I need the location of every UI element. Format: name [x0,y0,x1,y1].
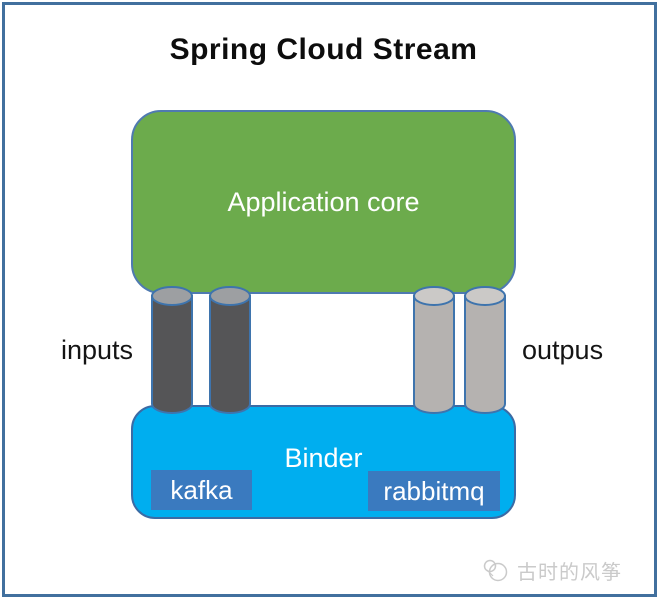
binder-label: Binder [284,443,363,473]
application-core-box: Application core [131,110,516,294]
kite-logo-icon [483,559,508,581]
watermark: 古时的风筝 [481,556,622,585]
kafka-label: kafka [170,474,233,505]
application-core-label: Application core [227,186,420,217]
watermark-text: 古时的风筝 [517,560,622,584]
rabbitmq-label: rabbitmq [383,475,485,506]
rabbitmq-badge: rabbitmq [368,471,500,511]
kafka-badge: kafka [151,470,252,510]
outputs-label: outpus [522,335,604,365]
page-title: Spring Cloud Stream [169,33,478,66]
inputs-label: inputs [61,335,134,365]
